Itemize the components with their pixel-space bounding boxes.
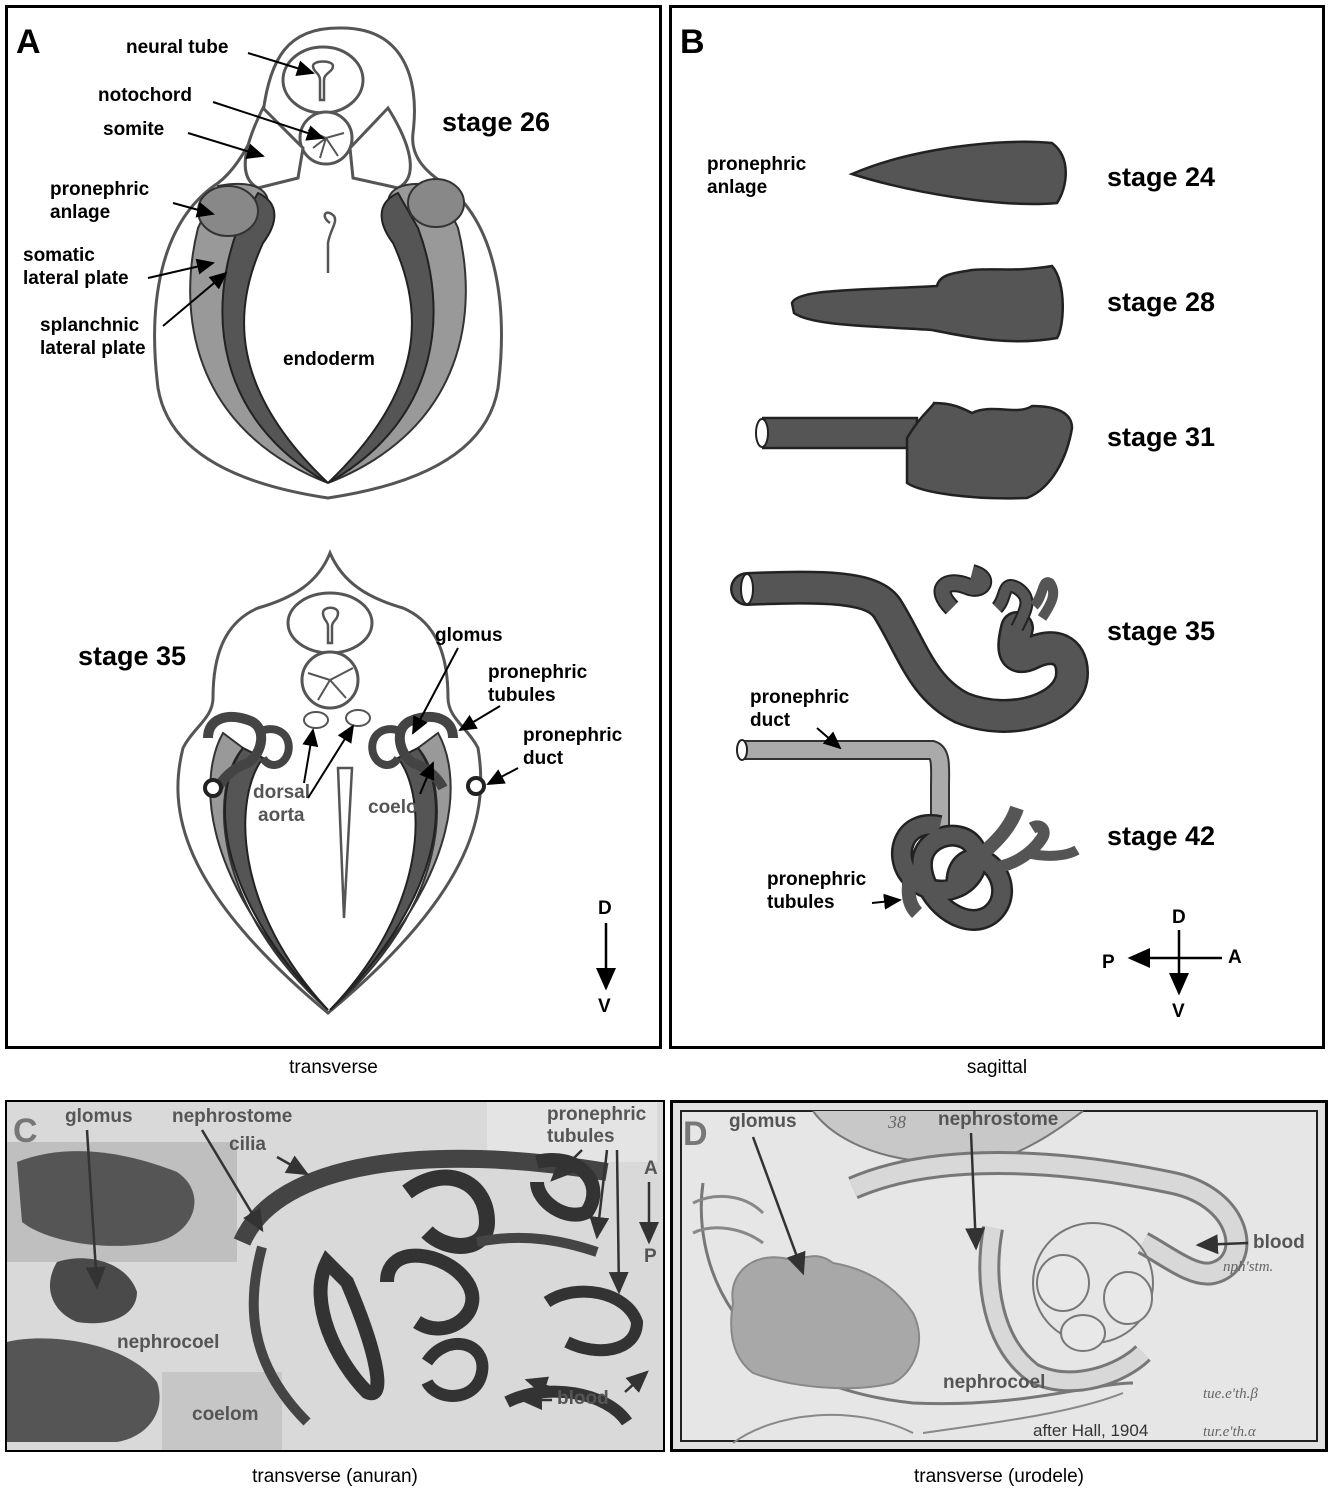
label-pronephric-tubules-c-2: tubules [547,1126,615,1147]
label-pronephric-tubules-2: tubules [488,685,556,706]
panel-d-letter: D [683,1115,708,1153]
compass-p: P [1102,952,1115,973]
label-coelom-c: coelom [192,1404,259,1425]
label-pronephric-duct-1: pronephric [523,725,623,746]
panel-b-diagram: B pronephric anlage stage 24 stage 28 st… [672,8,1322,1046]
label-blood-c: blood [557,1388,609,1409]
panel-a-caption: transverse [5,1057,662,1079]
label-pronephric-tubules-1: pronephric [488,662,588,683]
label-pronephric-anlage-1: pronephric [50,179,150,200]
label-pronephric-tubules-2: tubules [767,892,835,913]
label-glomus: glomus [435,625,503,646]
label-nephrostome-d: nephrostome [938,1109,1058,1130]
label-hand-nphstm: nph'stm. [1223,1259,1273,1275]
axis-v-label: V [598,996,611,1017]
stage-28-shape [792,266,1063,341]
dorsal-ventral-axis: D V [598,898,612,1017]
compass-v: V [1172,1001,1185,1022]
panel-c: C glomus nephrostome cilia pronephric tu… [5,1100,665,1452]
label-splanchnic-2: lateral plate [40,338,146,359]
label-credit: after Hall, 1904 [1033,1421,1148,1440]
panel-b: B pronephric anlage stage 24 stage 28 st… [669,5,1325,1049]
label-pronephric-anlage-1: pronephric [707,154,807,175]
panel-a: A stage 26 neural tube notochord [5,5,662,1049]
stage-35-cross-section [178,553,484,1013]
label-somatic-1: somatic [23,245,95,266]
label-glomus-c: glomus [65,1106,133,1127]
histology-micrograph-anuran: C glomus nephrostome cilia pronephric tu… [7,1102,663,1450]
panel-d: D glomus nephrostome blood nephrocoel af… [670,1100,1328,1452]
stage-35-label: stage 35 [78,641,186,671]
label-somite: somite [103,119,164,140]
label-axis-p-c: P [644,1246,657,1267]
label-page-number: 38 [887,1112,906,1132]
label-pronephric-duct-2: duct [750,710,791,731]
panel-a-letter: A [16,23,41,61]
label-nephrostome-c: nephrostome [172,1106,292,1127]
label-notochord: notochord [98,85,192,106]
panel-a-diagram: A stage 26 neural tube notochord [8,8,659,1046]
label-nephrocoel-d: nephrocoel [943,1372,1045,1393]
label-hand-tur: tur.e'th.α [1203,1424,1257,1440]
label-pronephric-tubules-c-1: pronephric [547,1104,647,1125]
label-axis-a-c: A [644,1158,658,1179]
stage-24-label: stage 24 [1107,162,1215,192]
panel-b-caption: sagittal [669,1057,1325,1079]
label-pronephric-tubules-1: pronephric [767,869,867,890]
stage-42-label: stage 42 [1107,821,1215,851]
label-cilia: cilia [229,1134,266,1155]
histology-drawing-urodele: D glomus nephrostome blood nephrocoel af… [673,1103,1325,1449]
axis-d-label: D [598,898,612,919]
label-pronephric-duct-2: duct [523,748,564,769]
stage-24-shape [852,142,1066,204]
label-nephrocoel-c: nephrocoel [117,1332,219,1353]
stage-35-label: stage 35 [1107,616,1215,646]
label-endoderm: endoderm [283,349,375,370]
label-pronephric-duct-1: pronephric [750,687,850,708]
label-somatic-2: lateral plate [23,268,129,289]
label-splanchnic-1: splanchnic [40,315,140,336]
panel-c-caption: transverse (anuran) [5,1466,665,1488]
compass-a: A [1228,947,1242,968]
stage-31-shape [756,403,1072,498]
label-neural-tube: neural tube [126,37,228,58]
label-blood-d: blood [1253,1232,1305,1253]
panel-b-letter: B [680,23,705,61]
panel-c-letter: C [13,1112,38,1150]
anatomical-compass: D P A V [1102,907,1242,1022]
compass-d: D [1172,907,1186,928]
label-dorsal-aorta-2: aorta [258,805,305,826]
panel-d-caption: transverse (urodele) [670,1466,1328,1488]
label-pronephric-anlage-2: anlage [707,177,767,198]
stage-31-label: stage 31 [1107,422,1215,452]
label-hand-tue: tue.e'th.β [1203,1386,1258,1402]
stage-26-cross-section [155,28,502,498]
label-pronephric-anlage-2: anlage [50,202,110,223]
label-glomus-d: glomus [729,1111,797,1132]
stage-28-label: stage 28 [1107,287,1215,317]
stage-26-label: stage 26 [442,107,550,137]
label-dorsal-aorta-1: dorsal [253,782,310,803]
label-coelom: coelom [368,797,435,818]
